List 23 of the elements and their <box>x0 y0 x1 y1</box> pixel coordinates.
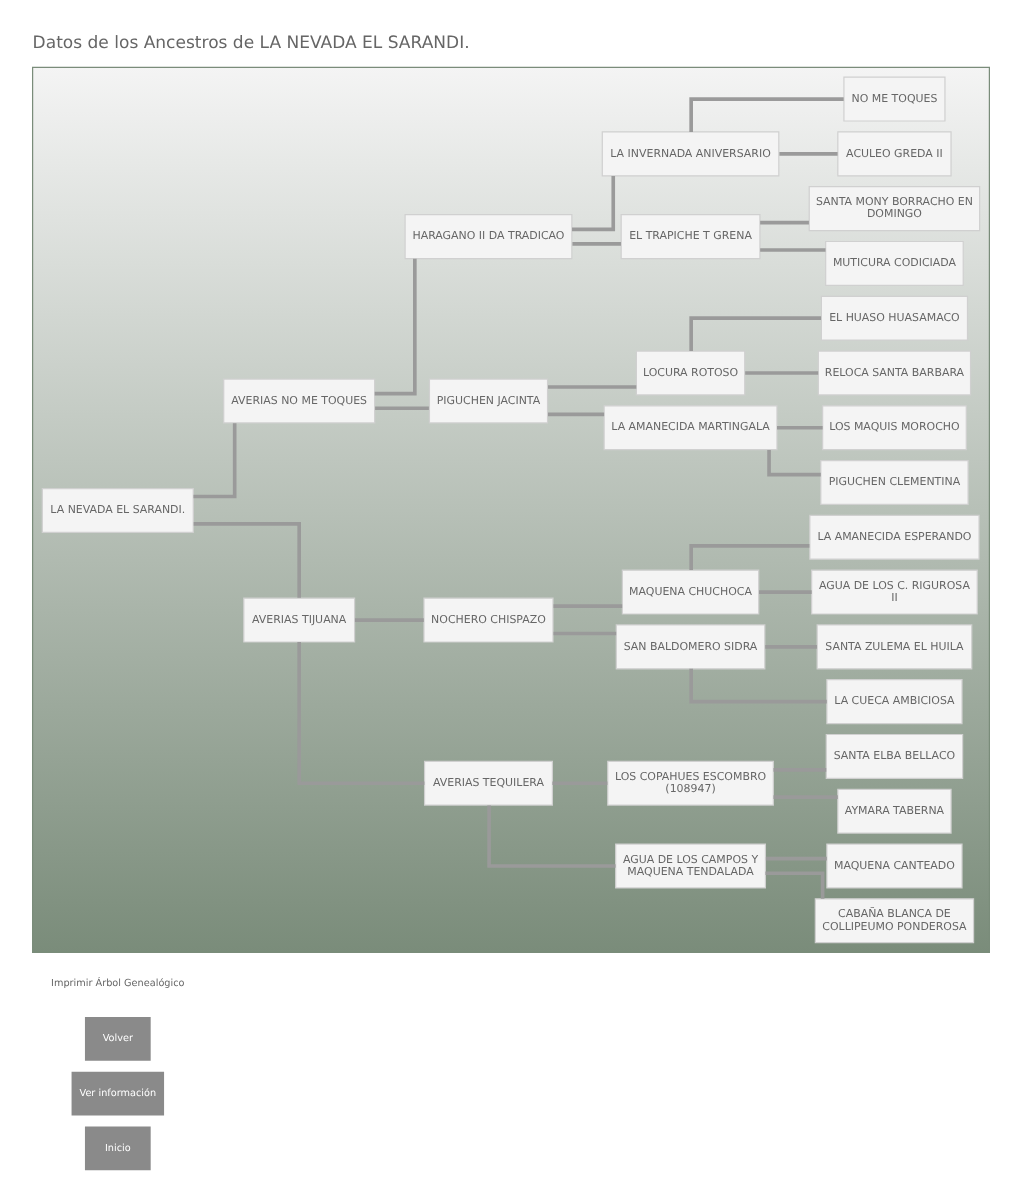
connector <box>764 871 824 899</box>
connector <box>486 805 615 868</box>
connector <box>296 642 424 786</box>
connector <box>688 97 843 132</box>
connector <box>374 406 428 411</box>
connector <box>688 316 821 351</box>
connector <box>547 412 604 417</box>
connector <box>744 371 818 375</box>
connector <box>571 242 620 246</box>
connector <box>192 423 236 499</box>
connector <box>759 248 825 252</box>
connector <box>766 450 820 477</box>
connector <box>571 176 615 232</box>
cluster <box>31 66 989 953</box>
connector <box>192 522 300 598</box>
connector <box>778 152 837 156</box>
connector <box>759 220 808 225</box>
diagram-title: Datos de los Ancestros de LA NEVADA EL SARANDI. <box>31 34 469 55</box>
connector <box>688 668 826 704</box>
connector <box>776 425 822 430</box>
connector <box>373 258 416 396</box>
connector <box>547 385 636 389</box>
connector <box>688 544 809 571</box>
